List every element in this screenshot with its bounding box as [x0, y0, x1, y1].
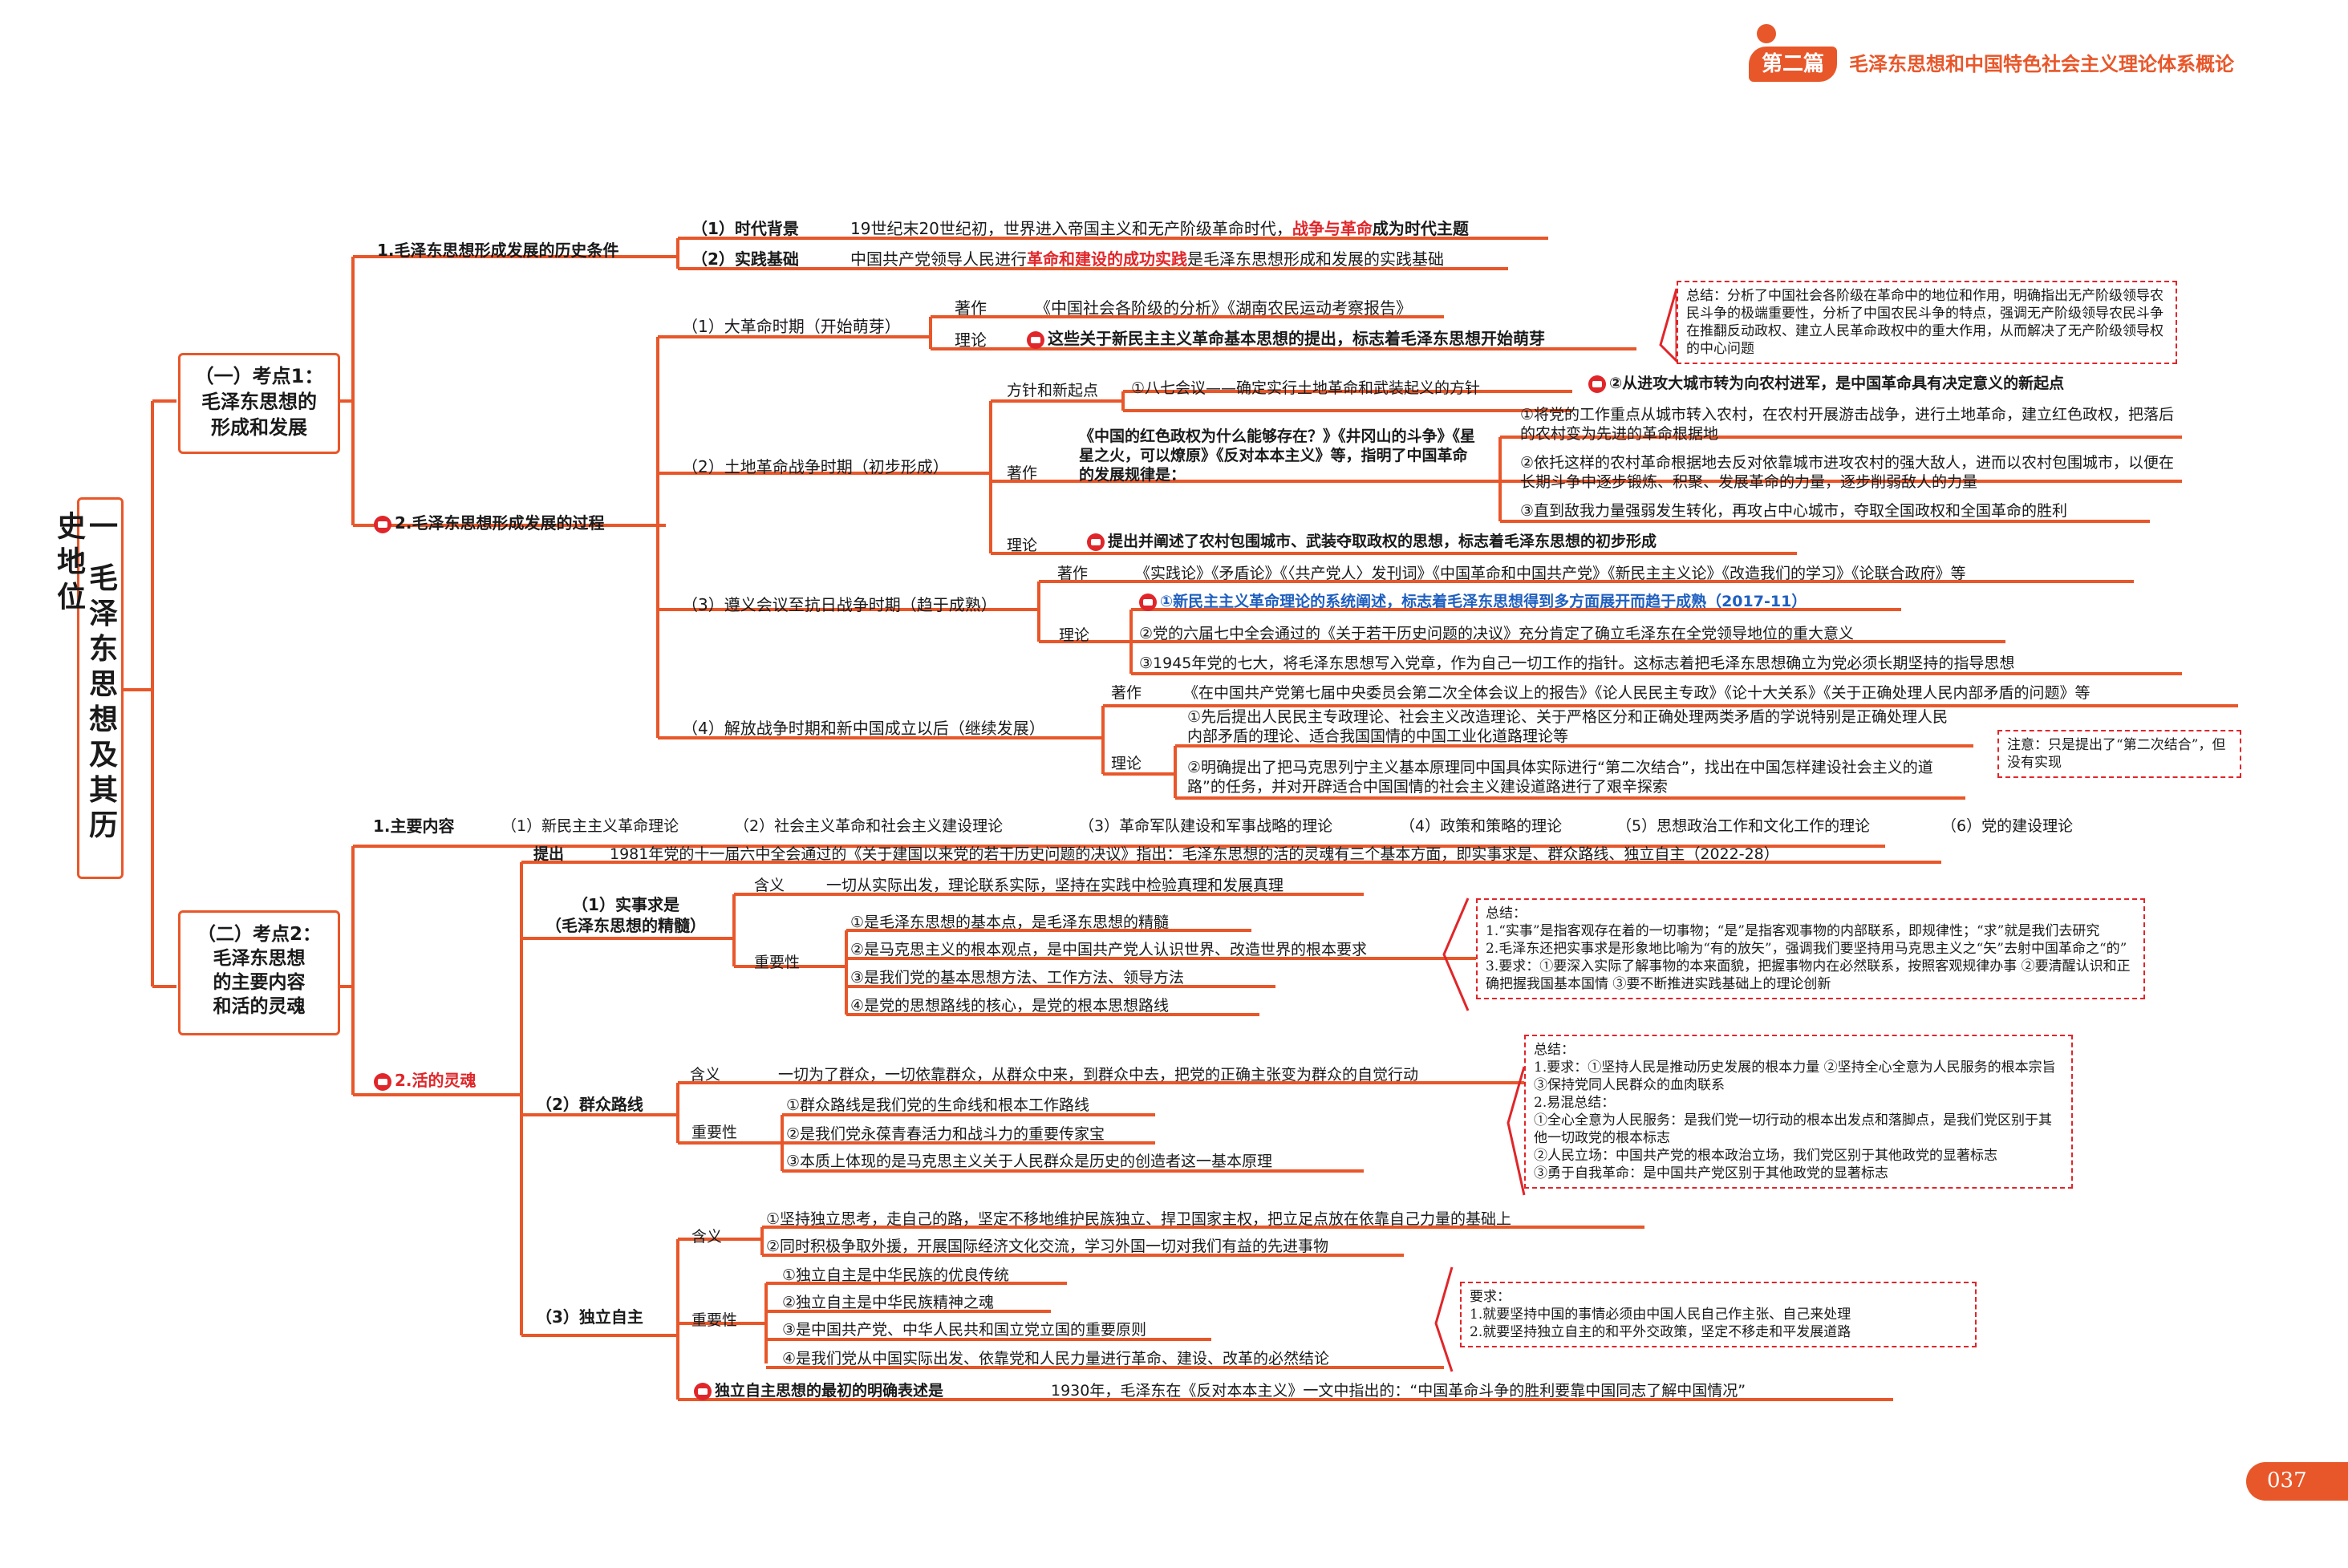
a-imp-4: ④是党的思想路线的核心，是党的根本思想路线 [850, 997, 1170, 1015]
p3-theory-key: 理论 [1059, 626, 1090, 644]
c-requirement-note: 要求： 1.就要坚持中国的事情必须由中国人民自己作主张、自己来处理 2.就要坚持… [1460, 1282, 1977, 1347]
page-number: 037 [2267, 1469, 2307, 1493]
b-imp-1: ①群众路线是我们党的生命线和根本工作路线 [786, 1096, 1090, 1114]
c-mean-2: ②同时积极争取外援，开展国际经济文化交流，学习外国一切对我们有益的先进事物 [766, 1238, 1329, 1255]
key-point-icon [374, 515, 391, 533]
c-label: （3）独立自主 [536, 1307, 643, 1327]
c-mean-1: ①坚持独立思考，走自己的路，坚定不移地维护民族独立、捍卫国家主权，把立足点放在依… [766, 1210, 1512, 1228]
p1-works-key: 著作 [955, 298, 987, 318]
key-point-icon [1139, 593, 1157, 611]
s2-main-content: 1.主要内容 [373, 816, 455, 836]
a-imp-3: ③是我们党的基本思想方法、工作方法、领导方法 [850, 969, 1185, 987]
apple-logo-icon [1757, 24, 1776, 43]
p3-theory-3: ③1945年党的七大，将毛泽东思想写入党章，作为自己一切工作的指针。这标志着把毛… [1139, 654, 2015, 672]
a-summary-note: 总结： 1.“实事”是指客观存在着的一切事物；“是”是指客观事物的内部联系，即规… [1476, 898, 2145, 999]
chapter-badge: 第二篇 [1749, 47, 1837, 82]
p2-works-1: ①将党的工作重点从城市转入农村，在农村开展游击战争，进行土地革命，建立红色政权，… [1520, 406, 2175, 443]
p2-works-key: 著作 [1007, 464, 1038, 482]
key-point-icon [694, 1382, 712, 1400]
content-item: （4）政策和策略的理论 [1400, 817, 1563, 835]
p3-theory-1: ①新民主主义革命理论的系统阐述，标志着毛泽东思想得到多方面展开而趋于成熟（201… [1139, 592, 1807, 611]
a-mean: 一切从实际出发，理论联系实际，坚持在实践中检验真理和发展真理 [826, 877, 1284, 894]
c-first-key: 独立自主思想的最初的明确表述是 [694, 1381, 943, 1400]
b-summary-note: 总结： 1.要求：①坚持人民是推动历史发展的根本力量 ②坚持全心全意为人民服务的… [1524, 1035, 2073, 1189]
a-imp-2: ②是马克思主义的根本观点，是中国共产党人认识世界、改造世界的根本要求 [850, 941, 1368, 958]
key-point-icon [1087, 533, 1105, 551]
p1-theory-key: 理论 [955, 330, 987, 350]
content-item: （6）党的建设理论 [1941, 817, 2074, 835]
p4-theory-2: ②明确提出了把马克思列宁主义基本原理同中国具体实际进行“第二次结合”，找出在中国… [1187, 759, 1933, 796]
b-mean: 一切为了群众，一切依靠群众，从群众中来，到群众中去，把党的正确主张变为群众的自觉… [778, 1066, 1419, 1084]
p2-works: 《中国的红色政权为什么能够存在？》《井冈山的斗争》《星星之火，可以燎原》《反对本… [1079, 427, 1476, 484]
p2-policy-a: ①八七会议——确定实行土地革命和武装起义的方针 [1131, 379, 1481, 397]
key-point-icon [1588, 375, 1606, 393]
a-mean-key: 含义 [754, 877, 785, 894]
p3-theory-2: ②党的六届七中全会通过的《关于若干历史问题的决议》充分肯定了确立毛泽东在全党领导… [1139, 625, 1855, 642]
p1-works: 《中国社会各阶级的分析》《湖南农民运动考察报告》 [1035, 298, 1412, 318]
p1-theory: 这些关于新民主主义革命基本思想的提出，标志着毛泽东思想开始萌芽 [1027, 329, 1545, 349]
b-mean-key: 含义 [690, 1066, 721, 1084]
p4-works-key: 著作 [1111, 684, 1142, 702]
section2-box: （二）考点2： 毛泽东思想 的主要内容 和活的灵魂 [178, 910, 340, 1035]
p2-policy-b: ②从进攻大城市转为向农村进军，是中国革命具有决定意义的新起点 [1588, 374, 2064, 393]
c-mean-key: 含义 [691, 1228, 723, 1246]
c-imp-2: ②独立自主是中华民族精神之魂 [782, 1294, 995, 1311]
p2-works-3: ③直到敌我力量强弱发生转化，再攻占中心城市，夺取全国政权和全国革命的胜利 [1520, 502, 2068, 520]
proposed-key: 提出 [533, 845, 565, 863]
b-label: （2）群众路线 [536, 1095, 643, 1114]
s1-practice-basis-text: 中国共产党领导人民进行革命和建设的成功实践是毛泽东思想形成和发展的实践基础 [850, 249, 1444, 269]
c-first: 1930年，毛泽东在《反对本本主义》一文中指出的：“中国革命斗争的胜利要靠中国同… [1051, 1382, 1746, 1400]
s1-formation-process: 2.毛泽东思想形成发展的过程 [374, 513, 605, 533]
c-imp-1: ①独立自主是中华民族的优良传统 [782, 1266, 1010, 1284]
content-item: （5）思想政治工作和文化工作的理论 [1616, 817, 1871, 835]
p1-label: （1）大革命时期（开始萌芽） [682, 317, 901, 336]
p3-label: （3）遵义会议至抗日战争时期（趋于成熟） [682, 595, 997, 614]
key-point-icon [1027, 330, 1044, 349]
p3-works: 《实践论》《矛盾论》《〈共产党人〉发刊词》《中国革命和中国共产党》《新民主主义论… [1135, 565, 1966, 582]
content-item: （3）革命军队建设和军事战略的理论 [1079, 817, 1333, 835]
p4-theory-1: ①先后提出人民民主专政理论、社会主义改造理论、关于严格区分和正确处理两类矛盾的学… [1187, 708, 1949, 745]
section1-title: （一）考点1： 毛泽东思想的 形成和发展 [194, 365, 324, 439]
s1-era-background-label: （1）时代背景 [691, 219, 799, 238]
key-point-icon [374, 1072, 391, 1091]
c-imp-key: 重要性 [691, 1311, 738, 1329]
page-number-tab: 037 [2246, 1462, 2348, 1501]
content-item: （1）新民主主义革命理论 [501, 817, 679, 835]
p2-label: （2）土地革命战争时期（初步形成） [682, 457, 949, 476]
p2-policy-key: 方针和新起点 [1007, 382, 1099, 399]
a-imp-1: ①是毛泽东思想的基本点，是毛泽东思想的精髓 [850, 914, 1170, 931]
b-imp-2: ②是我们党永葆青春活力和战斗力的重要传家宝 [786, 1125, 1105, 1143]
p2-works-2: ②依托这样的农村革命根据地去反对依靠城市进攻农村的强大敌人，进而以农村包围城市，… [1520, 454, 2175, 491]
chapter-title: 毛泽东思想和中国特色社会主义理论体系概论 [1849, 53, 2234, 75]
root-label: 一 毛泽东思想及其历史地位 [52, 511, 117, 845]
content-item: （2）社会主义革命和社会主义建设理论 [734, 817, 1004, 835]
a-label: （1）实事求是 （毛泽东思想的精髓） [545, 895, 706, 935]
a-imp-key: 重要性 [754, 954, 801, 971]
s1-era-background-text: 19世纪末20世纪初，世界进入帝国主义和无产阶级革命时代，战争与革命成为时代主题 [850, 219, 1469, 238]
p4-theory-key: 理论 [1111, 755, 1142, 772]
section2-title: （二）考点2： 毛泽东思想 的主要内容 和活的灵魂 [197, 924, 321, 1017]
p2-theory-key: 理论 [1007, 537, 1038, 554]
b-imp-key: 重要性 [691, 1124, 738, 1141]
p4-works: 《在中国共产党第七届中央委员会第二次全体会议上的报告》《论人民民主专政》《论十大… [1183, 684, 2090, 702]
b-imp-3: ③本质上体现的是马克思主义关于人民群众是历史的创造者这一基本原理 [786, 1153, 1273, 1170]
p2-theory: 提出并阐述了农村包围城市、武装夺取政权的思想，标志着毛泽东思想的初步形成 [1087, 532, 1657, 551]
proposed-text: 1981年党的十一届六中全会通过的《关于建国以来党的若干历史问题的决议》指出：毛… [610, 845, 1779, 863]
p3-works-key: 著作 [1057, 565, 1089, 582]
root-node: 一 毛泽东思想及其历史地位 [52, 497, 124, 879]
s1-practice-basis-label: （2）实践基础 [691, 249, 799, 269]
section1-box: （一）考点1： 毛泽东思想的 形成和发展 [178, 353, 340, 454]
p4-attention-note: 注意：只是提出了“第二次结合”，但没有实现 [1997, 730, 2241, 778]
c-imp-4: ④是我们党从中国实际出发、依靠党和人民力量进行革命、建设、改革的必然结论 [782, 1350, 1330, 1367]
c-imp-3: ③是中国共产党、中华人民共和国立党立国的重要原则 [782, 1321, 1147, 1339]
s1-history-conditions: 1.毛泽东思想形成发展的历史条件 [377, 241, 619, 260]
s2-living-soul: 2.活的灵魂 [374, 1071, 476, 1091]
p1-summary-note: 总结：分析了中国社会各阶级在革命中的地位和作用，明确指出无产阶级领导农民斗争的极… [1677, 281, 2177, 364]
p4-label: （4）解放战争时期和新中国成立以后（继续发展） [682, 719, 1045, 738]
